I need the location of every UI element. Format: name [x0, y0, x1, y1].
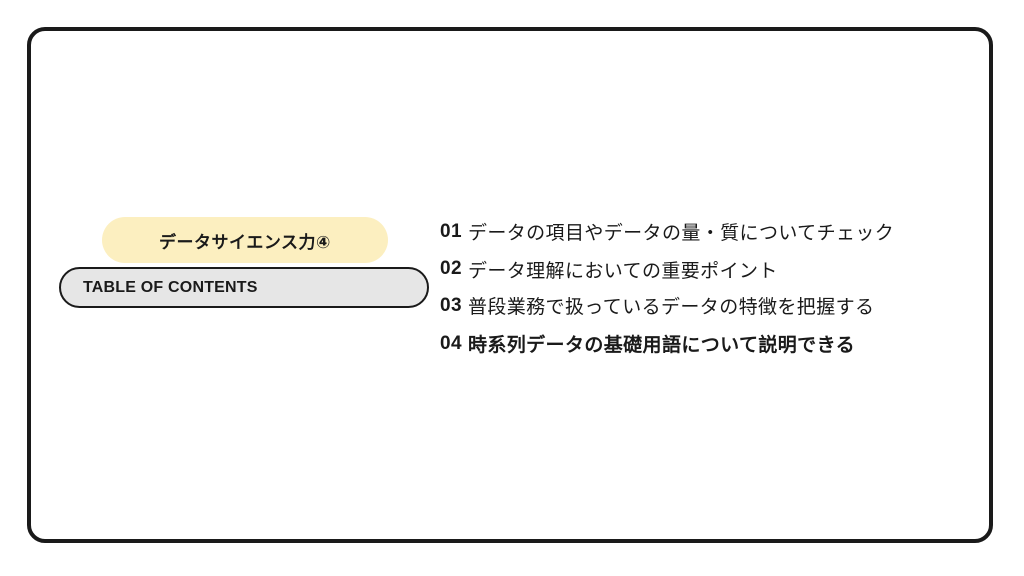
toc-item-number: 03	[440, 294, 462, 316]
toc-list: 01 データの項目やデータの量・質についてチェック 02 データ理解においての重…	[440, 212, 894, 363]
toc-item-04: 04 時系列データの基礎用語について説明できる	[440, 324, 894, 363]
toc-item-number: 01	[440, 220, 462, 242]
toc-item-text: データ理解においての重要ポイント	[467, 259, 778, 282]
toc-item-number: 04	[440, 332, 462, 354]
toc-heading-pill: TABLE OF CONTENTS	[59, 267, 429, 308]
toc-item-text: 時系列データの基礎用語について説明できる	[467, 334, 855, 356]
toc-item-03: 03 普段業務で扱っているデータの特徴を把握する	[440, 287, 894, 324]
toc-item-02: 02 データ理解においての重要ポイント	[440, 251, 894, 287]
toc-item-text: データの項目やデータの量・質についてチェック	[467, 222, 895, 244]
category-label: データサイエンス力④	[159, 232, 331, 253]
toc-item-01: 01 データの項目やデータの量・質についてチェック	[440, 212, 894, 251]
toc-heading: TABLE OF CONTENTS	[83, 278, 258, 296]
toc-item-number: 02	[440, 258, 462, 279]
toc-item-text: 普段業務で扱っているデータの特徴を把握する	[467, 296, 875, 318]
category-badge: データサイエンス力④	[102, 217, 388, 263]
